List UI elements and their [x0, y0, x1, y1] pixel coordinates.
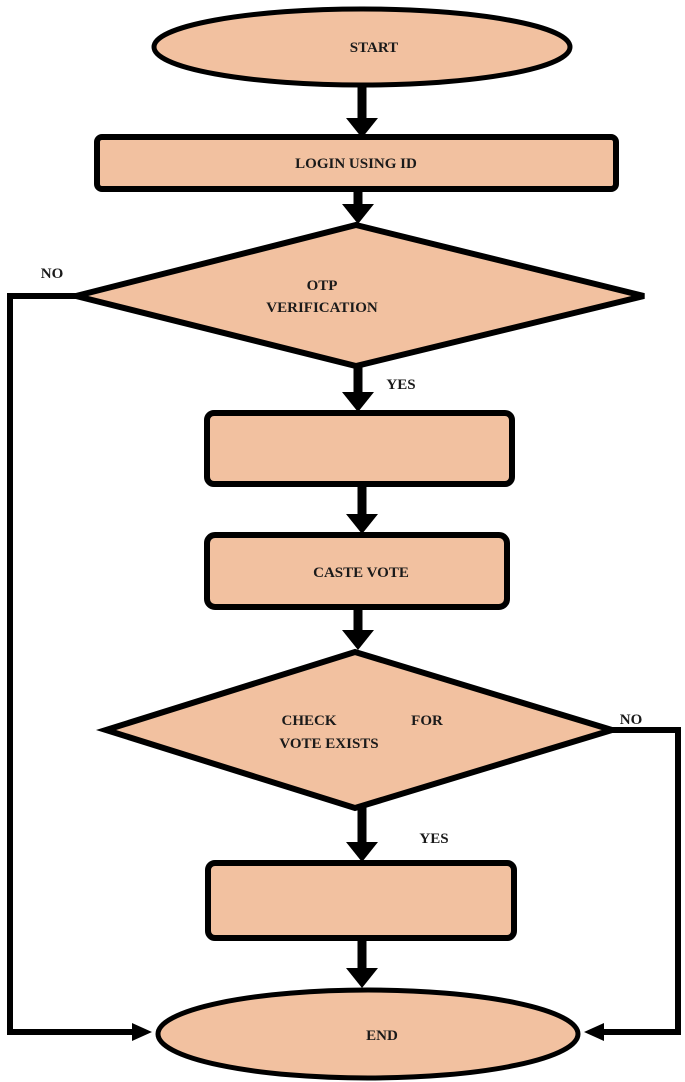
arrow-login-to-otp	[342, 204, 374, 224]
blank1-box	[204, 410, 515, 487]
otp-label-line2: VERIFICATION	[266, 300, 378, 316]
check-diamond	[95, 648, 623, 812]
login-box	[94, 134, 619, 192]
login-label: LOGIN USING ID	[295, 156, 417, 172]
node-blank-process-2	[205, 860, 517, 941]
check-label-line2: VOTE EXISTS	[279, 736, 378, 752]
blank2-box	[205, 860, 517, 941]
node-otp-verification: OTP VERIFICATION	[75, 221, 645, 370]
edges	[7, 75, 681, 1041]
node-blank-process-1	[204, 410, 515, 487]
check-label-line1a: CHECK	[281, 713, 336, 729]
start-ellipse	[151, 6, 573, 88]
end-ellipse	[155, 987, 581, 1081]
caste-label: CASTE VOTE	[313, 565, 409, 581]
otp-diamond	[75, 221, 645, 370]
node-start: START	[151, 6, 573, 88]
arrow-blank1-to-caste	[346, 514, 378, 534]
edge-otp-no-to-end	[7, 293, 139, 1035]
arrow-blank2-to-end	[346, 968, 378, 988]
check-yes-label: YES	[419, 831, 448, 847]
otp-yes-label: YES	[386, 377, 415, 393]
otp-no-label: NO	[41, 266, 64, 282]
arrow-start-to-login	[346, 118, 378, 138]
start-label: START	[350, 40, 398, 56]
arrow-otp-no-to-end	[132, 1023, 152, 1041]
arrow-check-to-blank2	[346, 842, 378, 862]
edge-check-no-to-end	[597, 727, 681, 1035]
arrow-otp-to-blank1	[342, 392, 374, 412]
check-no-label: NO	[620, 712, 643, 728]
node-check-vote-exists: CHECK FOR VOTE EXISTS	[95, 648, 623, 812]
check-label-line1b: FOR	[411, 713, 443, 729]
arrow-check-no-to-end	[584, 1023, 604, 1041]
arrow-caste-to-check	[342, 630, 374, 650]
edge-labels: NO YES NO YES	[41, 266, 643, 847]
caste-box	[204, 532, 510, 610]
end-label: END	[366, 1028, 398, 1044]
otp-label-line1: OTP	[307, 278, 338, 294]
node-login: LOGIN USING ID	[94, 134, 619, 192]
node-caste-vote: CASTE VOTE	[204, 532, 510, 610]
node-end: END	[155, 987, 581, 1081]
